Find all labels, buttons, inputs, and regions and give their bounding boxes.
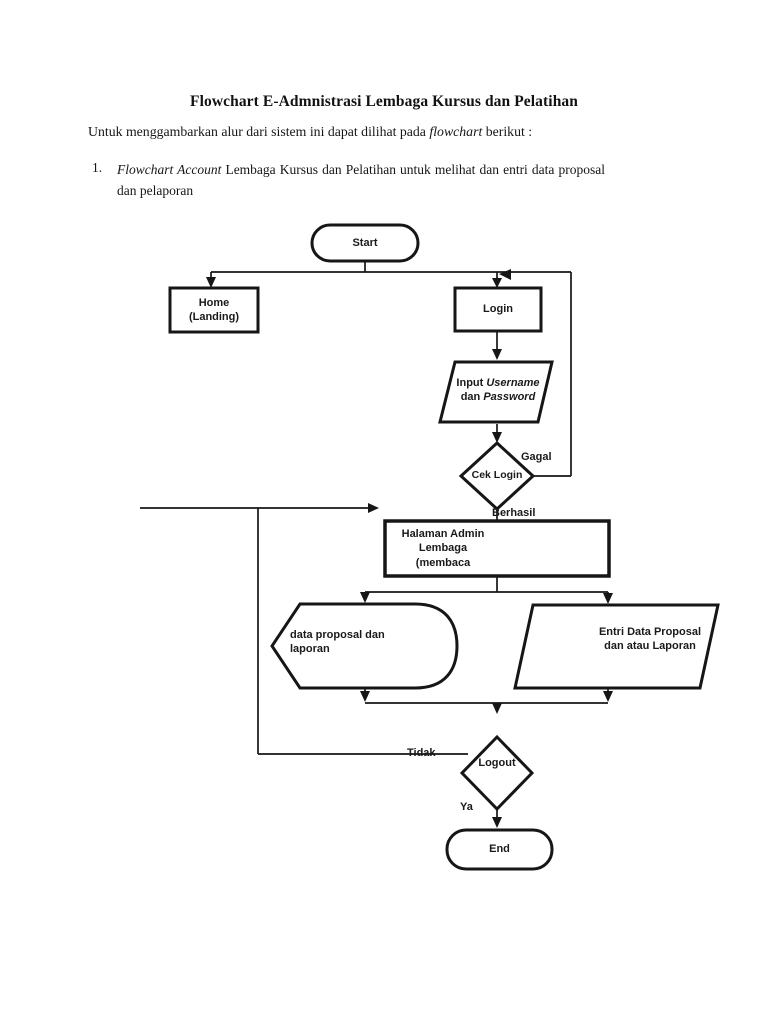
admin-label-line2: Lembaga [418,542,468,555]
input-label-line1: Input Username [456,376,539,390]
list-item-line1: Flowchart Account Lembaga Kursus dan Pel… [117,160,605,181]
tidak-edge-label: Tidak [407,747,436,759]
cek-login-diamond-shape [458,440,536,512]
gagal-edge-label: Gagal [521,451,552,463]
home-label-line2: (Landing) [188,311,240,323]
end-label: End [489,843,510,856]
display-label-line1: data proposal dan [290,629,385,641]
entri-label: Entri Data Proposal dan atau Laporan [580,625,720,654]
intro-paragraph: Untuk menggambarkan alur dari sistem ini… [88,124,628,140]
intro-italic: flowchart [429,124,483,139]
admin-label-line3: (membaca [415,556,471,569]
list-item-line2: dan pelaporan [117,182,194,198]
cek-login-label: Cek Login [471,469,523,482]
admin-label-line1: Halaman Admin [401,528,485,540]
entri-label-line1: Entri Data Proposal [598,626,702,638]
display-shape [270,602,459,690]
home-process-shape [168,286,260,334]
list-item-italic-lead: Flowchart Account [117,162,222,177]
input-label-line2: dan Password [461,390,536,404]
end-terminator-shape [445,828,554,871]
admin-label: Halaman Admin Lembaga (membaca [387,527,499,570]
list-item-rest1: Lembaga Kursus dan Pelatihan untuk melih… [221,162,605,177]
intro-post: berikut : [482,124,533,139]
start-terminator-shape [310,223,420,263]
login-label: Login [483,303,513,316]
page-title: Flowchart E-Admnistrasi Lembaga Kursus d… [190,93,578,110]
display-label-line2: laporan [290,643,330,656]
input-word-input: Input [456,376,487,389]
input-label: Input Username dan Password [445,364,551,416]
admin-process-shape [383,519,611,578]
list-number: 1. [92,160,103,175]
berhasil-edge-label: Berhasil [492,507,536,519]
logout-label: Logout [478,756,516,769]
home-label-line1: Home [198,296,230,309]
input-word-dan: dan [460,391,484,403]
ya-edge-label: Ya [460,801,473,813]
list-item-paragraph: Flowchart Account Lembaga Kursus dan Pel… [117,160,605,202]
input-word-username: Username [486,376,540,389]
flow-arrowheads [206,269,613,828]
logout-diamond-shape [459,734,535,812]
start-label: Start [352,236,378,249]
entri-label-line2: dan atau Laporan [604,640,696,653]
input-parallelogram-shape [438,360,554,424]
login-process-shape [453,286,543,333]
intro-pre: Untuk menggambarkan alur dari sistem ini… [88,124,430,139]
entri-parallelogram-shape [513,603,720,690]
display-label: data proposal dan laporan [290,628,385,657]
input-word-password: Password [483,391,536,403]
